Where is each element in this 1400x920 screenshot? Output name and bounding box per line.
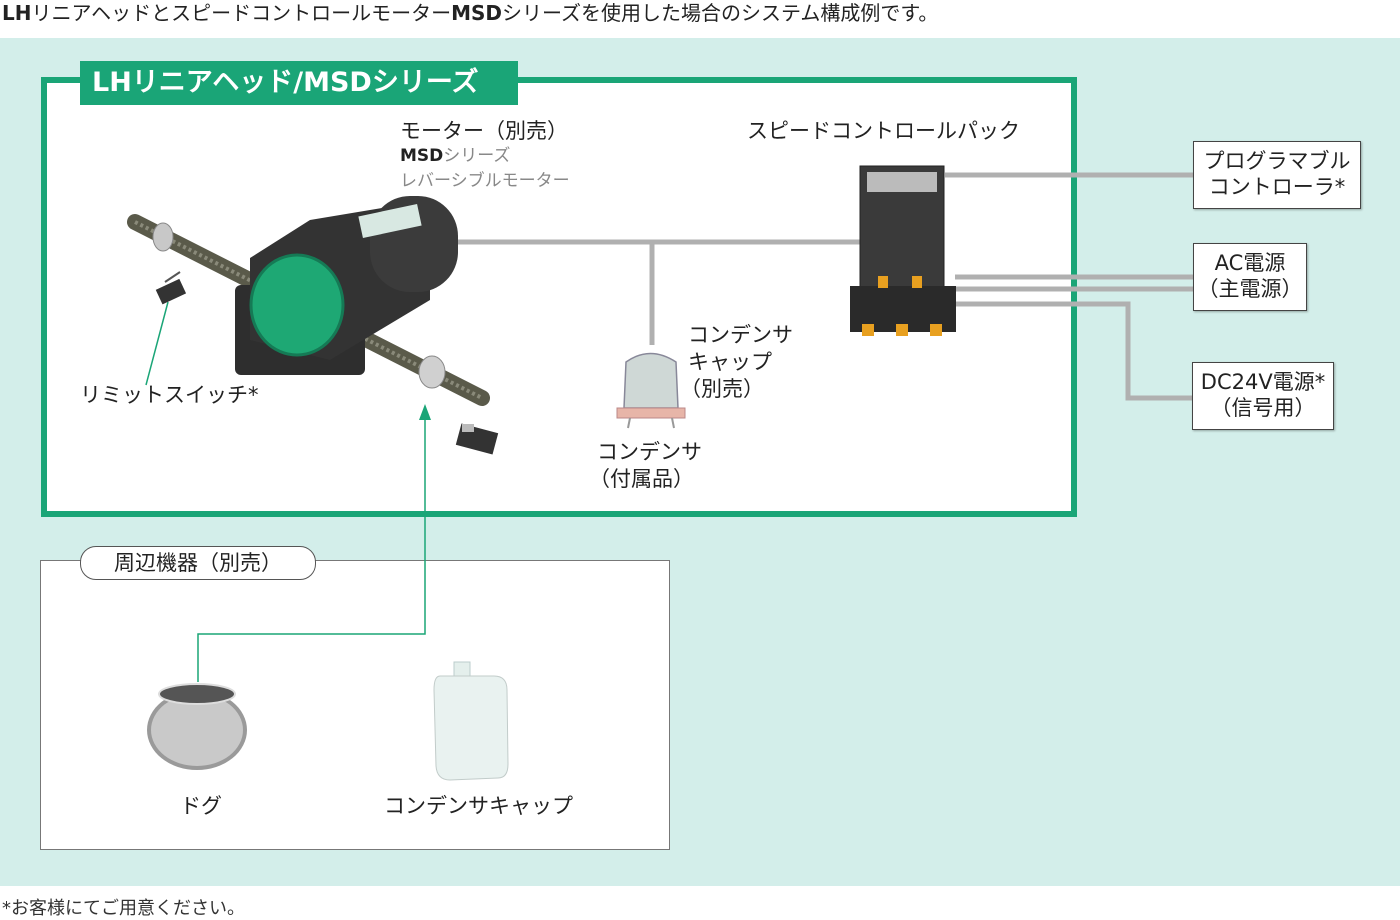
caption-part2: シリーズを使用した場合のシステム構成例です。 bbox=[502, 1, 939, 25]
plc-line1: プログラマブル bbox=[1203, 149, 1351, 173]
dc-wire bbox=[955, 301, 1194, 401]
capacitor-cap-illustration bbox=[433, 661, 509, 781]
limit-switch-illustration-1 bbox=[155, 271, 187, 305]
capacitor-cap-label-3: （別売） bbox=[680, 377, 764, 401]
capacitor-illustration bbox=[616, 352, 686, 429]
peripherals-box bbox=[40, 560, 670, 850]
peripherals-title: 周辺機器（別売） bbox=[80, 546, 316, 580]
pointer-lines bbox=[145, 301, 426, 682]
motor-subtitle: レバーシブルモーター bbox=[400, 171, 570, 191]
caption-lead: LH bbox=[2, 1, 32, 25]
ac-line2: （主電源） bbox=[1197, 277, 1303, 301]
linear-head-motor-illustration bbox=[127, 196, 490, 406]
capacitor-label-1: コンデンサ bbox=[597, 440, 702, 464]
plc-line2: コントローラ* bbox=[1208, 175, 1346, 199]
wires bbox=[455, 172, 1194, 401]
limit-switch-illustration-2 bbox=[455, 423, 499, 455]
ac-power-box: AC電源 （主電源） bbox=[1193, 243, 1307, 311]
motor-series-bold: MSD bbox=[400, 146, 444, 166]
dc-line1: DC24V電源* bbox=[1200, 370, 1326, 394]
caption: LHリニアヘッドとスピードコントロールモーターMSDシリーズを使用した場合のシス… bbox=[2, 0, 938, 26]
capacitor-base bbox=[616, 407, 686, 419]
pack-display bbox=[867, 172, 937, 192]
speed-control-pack-illustration bbox=[850, 165, 956, 336]
dc-line2: （信号用） bbox=[1210, 396, 1316, 420]
footnote: *お客様にてご用意ください。 bbox=[2, 898, 245, 919]
motor-nameplate bbox=[358, 204, 422, 238]
dc-power-box: DC24V電源* （信号用） bbox=[1192, 362, 1334, 430]
limit-switch-label: リミットスイッチ* bbox=[80, 383, 259, 407]
dog-pointer-arrow bbox=[419, 404, 431, 420]
capacitor-label-2: （付属品） bbox=[589, 467, 694, 491]
motor-label: モーター（別売） bbox=[400, 119, 568, 143]
capacitor-cap-label-2: キャップ bbox=[688, 350, 772, 374]
dog-label: ドグ bbox=[180, 794, 222, 818]
capacitor-cap-peripheral-label: コンデンサキャップ bbox=[384, 794, 573, 818]
dog-collar-left bbox=[152, 222, 174, 252]
motor-series: MSDシリーズ bbox=[400, 145, 510, 168]
caption-bold2: MSD bbox=[451, 1, 503, 25]
programmable-controller-box: プログラマブル コントローラ* bbox=[1193, 141, 1361, 209]
capacitor-cap-label-1: コンデンサ bbox=[688, 323, 793, 347]
ac-line1: AC電源 bbox=[1214, 251, 1286, 275]
main-title: LHリニアヘッド/MSDシリーズ bbox=[80, 61, 518, 105]
dog-collar-right bbox=[418, 355, 446, 389]
speed-control-pack-label: スピードコントロールパック bbox=[747, 119, 1020, 143]
motor-green-cap bbox=[249, 253, 345, 357]
motor-series-rest: シリーズ bbox=[443, 146, 511, 166]
dog-illustration bbox=[147, 683, 247, 770]
caption-part1: リニアヘッドとスピードコントロールモーター bbox=[31, 1, 452, 25]
limit-switch-pointer bbox=[145, 301, 169, 386]
dog-pointer bbox=[197, 410, 426, 682]
